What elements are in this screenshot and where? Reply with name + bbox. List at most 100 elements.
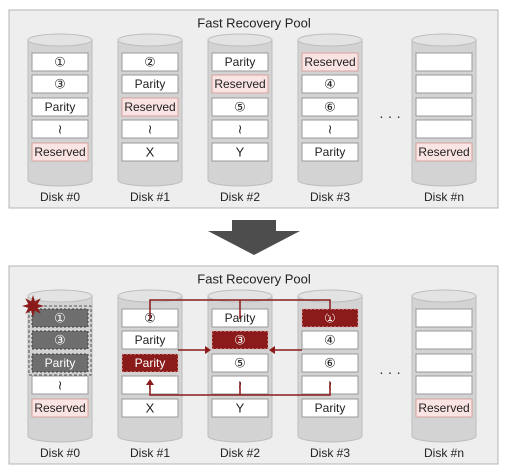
block-reserved [211, 74, 269, 94]
block-normal [31, 119, 89, 139]
disk-cap [297, 33, 363, 47]
disk-label: Disk #2 [220, 446, 260, 460]
block-normal [415, 74, 473, 94]
block-text: ≀ [148, 122, 153, 137]
block-text: Parity [135, 356, 166, 370]
block-normal [301, 142, 359, 162]
block-text: ② [144, 55, 156, 70]
block-normal [415, 97, 473, 117]
pool-title: Fast Recovery Pool [197, 16, 311, 31]
block-text: X [146, 145, 155, 160]
block-text: ⑥ [324, 100, 336, 115]
block-text: Parity [315, 401, 346, 415]
block-text: ① [54, 311, 66, 326]
block-normal [415, 330, 473, 350]
block-text: Reserved [304, 55, 355, 69]
disk-label: Disk #1 [130, 446, 170, 460]
block-normal [301, 330, 359, 350]
block-normal [415, 375, 473, 395]
block-normal [415, 119, 473, 139]
block-text: ④ [324, 333, 336, 348]
block-normal [31, 52, 89, 72]
failed-region-outline [28, 305, 92, 376]
block-text: ③ [234, 333, 246, 348]
block-text: Reserved [124, 100, 175, 114]
block-text: Y [236, 145, 245, 160]
disk-cap [411, 289, 477, 303]
block-rebuilt [211, 330, 269, 350]
block-text: Parity [45, 100, 76, 114]
block-text: Reserved [214, 77, 265, 91]
arrowhead [269, 346, 275, 354]
block-text: ≀ [58, 378, 63, 393]
block-normal [301, 74, 359, 94]
block-text: ③ [54, 77, 66, 92]
block-text: Parity [315, 145, 346, 159]
block-text: X [146, 401, 155, 416]
block-normal [301, 119, 359, 139]
block-text: ⑥ [324, 356, 336, 371]
block-normal [211, 398, 269, 418]
block-normal [415, 353, 473, 373]
arrowhead [205, 346, 211, 354]
block-reserved [415, 142, 473, 162]
disk-label: Disk #2 [220, 190, 260, 204]
block-reserved [31, 398, 89, 418]
block-reserved [301, 52, 359, 72]
pool-panel-after: Fast Recovery Pool①③Parity≀ReservedDisk … [8, 265, 499, 465]
block-text: ⑤ [234, 100, 246, 115]
disk-label: Disk #n [424, 190, 464, 204]
block-normal [121, 52, 179, 72]
block-normal [121, 330, 179, 350]
disk-cap [207, 33, 273, 47]
block-normal [301, 398, 359, 418]
block-text: Parity [135, 333, 166, 347]
block-text: Parity [225, 55, 256, 69]
block-text: ≀ [58, 122, 63, 137]
block-text: Parity [135, 77, 166, 91]
block-normal [211, 353, 269, 373]
block-text: ④ [324, 77, 336, 92]
transition [208, 220, 300, 255]
block-reserved [121, 97, 179, 117]
block-failed [31, 308, 89, 328]
block-text: Y [236, 401, 245, 416]
block-normal [121, 142, 179, 162]
disk-label: Disk #n [424, 446, 464, 460]
rebuild-arrows [146, 299, 334, 396]
disk-cap [117, 33, 183, 47]
arrowhead [146, 379, 154, 385]
block-text: ③ [54, 333, 66, 348]
block-text: ① [54, 55, 66, 70]
block-failed [31, 353, 89, 373]
block-text: Reserved [34, 401, 85, 415]
block-normal [211, 52, 269, 72]
disk-label: Disk #1 [130, 190, 170, 204]
disk-label: Disk #0 [40, 446, 80, 460]
block-normal [121, 74, 179, 94]
block-text: ≀ [328, 122, 333, 137]
burst-icon [22, 295, 44, 317]
arrowhead [326, 311, 334, 317]
disk-cap [27, 33, 93, 47]
block-text: Parity [45, 356, 76, 370]
block-text: ⑤ [234, 356, 246, 371]
pool-title: Fast Recovery Pool [197, 272, 311, 287]
block-failed [31, 330, 89, 350]
disk-label: Disk #3 [310, 446, 350, 460]
block-reserved [415, 398, 473, 418]
disk-cap [411, 33, 477, 47]
block-normal [31, 74, 89, 94]
block-normal [211, 119, 269, 139]
block-rebuilt [121, 353, 179, 373]
